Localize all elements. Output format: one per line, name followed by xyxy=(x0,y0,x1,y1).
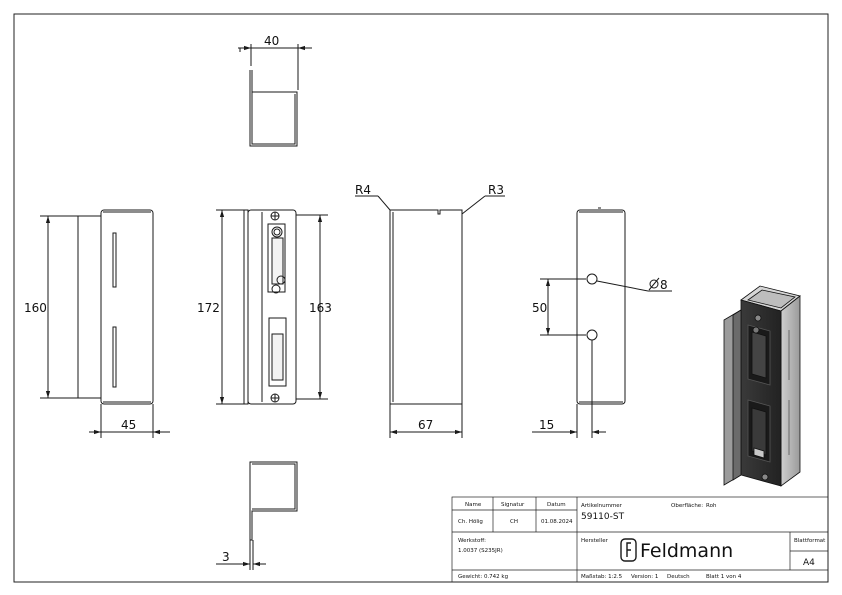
dim-hole-diameter: 8 xyxy=(660,278,668,292)
tb-sheet-format-label: Blattformat xyxy=(794,538,826,544)
tb-language: Deutsch xyxy=(667,574,690,580)
tb-surface-value: Roh xyxy=(706,503,717,509)
tb-date: 01.08.2024 xyxy=(541,519,573,525)
tb-header-signature: Signatur xyxy=(501,502,525,508)
dim-side-width: 67 xyxy=(418,418,433,432)
sheet-border xyxy=(13,13,829,583)
tb-weight: Gewicht: 0.742 kg xyxy=(458,574,508,580)
top-view xyxy=(238,44,312,147)
tb-signature: CH xyxy=(510,519,518,525)
tb-article-number: 59110-ST xyxy=(581,512,625,522)
tb-header-date: Datum xyxy=(547,502,566,508)
dim-radius-right: R3 xyxy=(488,183,504,197)
tb-header-name: Name xyxy=(465,502,482,508)
mount-hole-lower xyxy=(586,329,598,341)
dim-top-width: 40 xyxy=(264,34,279,48)
isometric-view xyxy=(723,285,801,487)
side-view xyxy=(355,195,505,438)
dim-mid-height-outer: 172 xyxy=(197,301,220,315)
tb-scale: Maßstab: 1:2.5 xyxy=(581,574,623,580)
dim-front-height: 160 xyxy=(24,301,47,315)
tb-manufacturer-label: Hersteller xyxy=(581,538,609,544)
tb-material-value: 1.0037 (S235JR) xyxy=(458,548,503,554)
mount-hole-upper xyxy=(586,273,598,285)
title-block xyxy=(451,496,829,583)
tb-version: Version: 1 xyxy=(631,574,658,580)
tb-brand-name: Feldmann xyxy=(640,540,733,562)
dim-front-width: 45 xyxy=(121,418,136,432)
tb-material-label: Werkstoff: xyxy=(458,538,486,544)
rear-view xyxy=(532,207,672,438)
tb-article-label: Artikelnummer xyxy=(581,503,623,509)
face-view xyxy=(216,209,328,405)
tb-sheet-format-value: A4 xyxy=(803,558,815,568)
diameter-symbol xyxy=(648,277,660,291)
feldmann-logo xyxy=(620,538,637,562)
dim-mid-height-inner: 163 xyxy=(309,301,332,315)
tb-name: Ch. Hölig xyxy=(458,519,483,525)
tb-sheet: Blatt 1 von 4 xyxy=(706,574,742,580)
bottom-view xyxy=(216,461,298,570)
front-view xyxy=(40,209,170,438)
dim-plate-thickness: 3 xyxy=(222,550,230,564)
dim-hole-spacing: 50 xyxy=(532,301,547,315)
dim-hole-offset: 15 xyxy=(539,418,554,432)
dim-radius-left: R4 xyxy=(355,183,371,197)
tb-surface-label: Oberfläche: xyxy=(671,503,703,509)
